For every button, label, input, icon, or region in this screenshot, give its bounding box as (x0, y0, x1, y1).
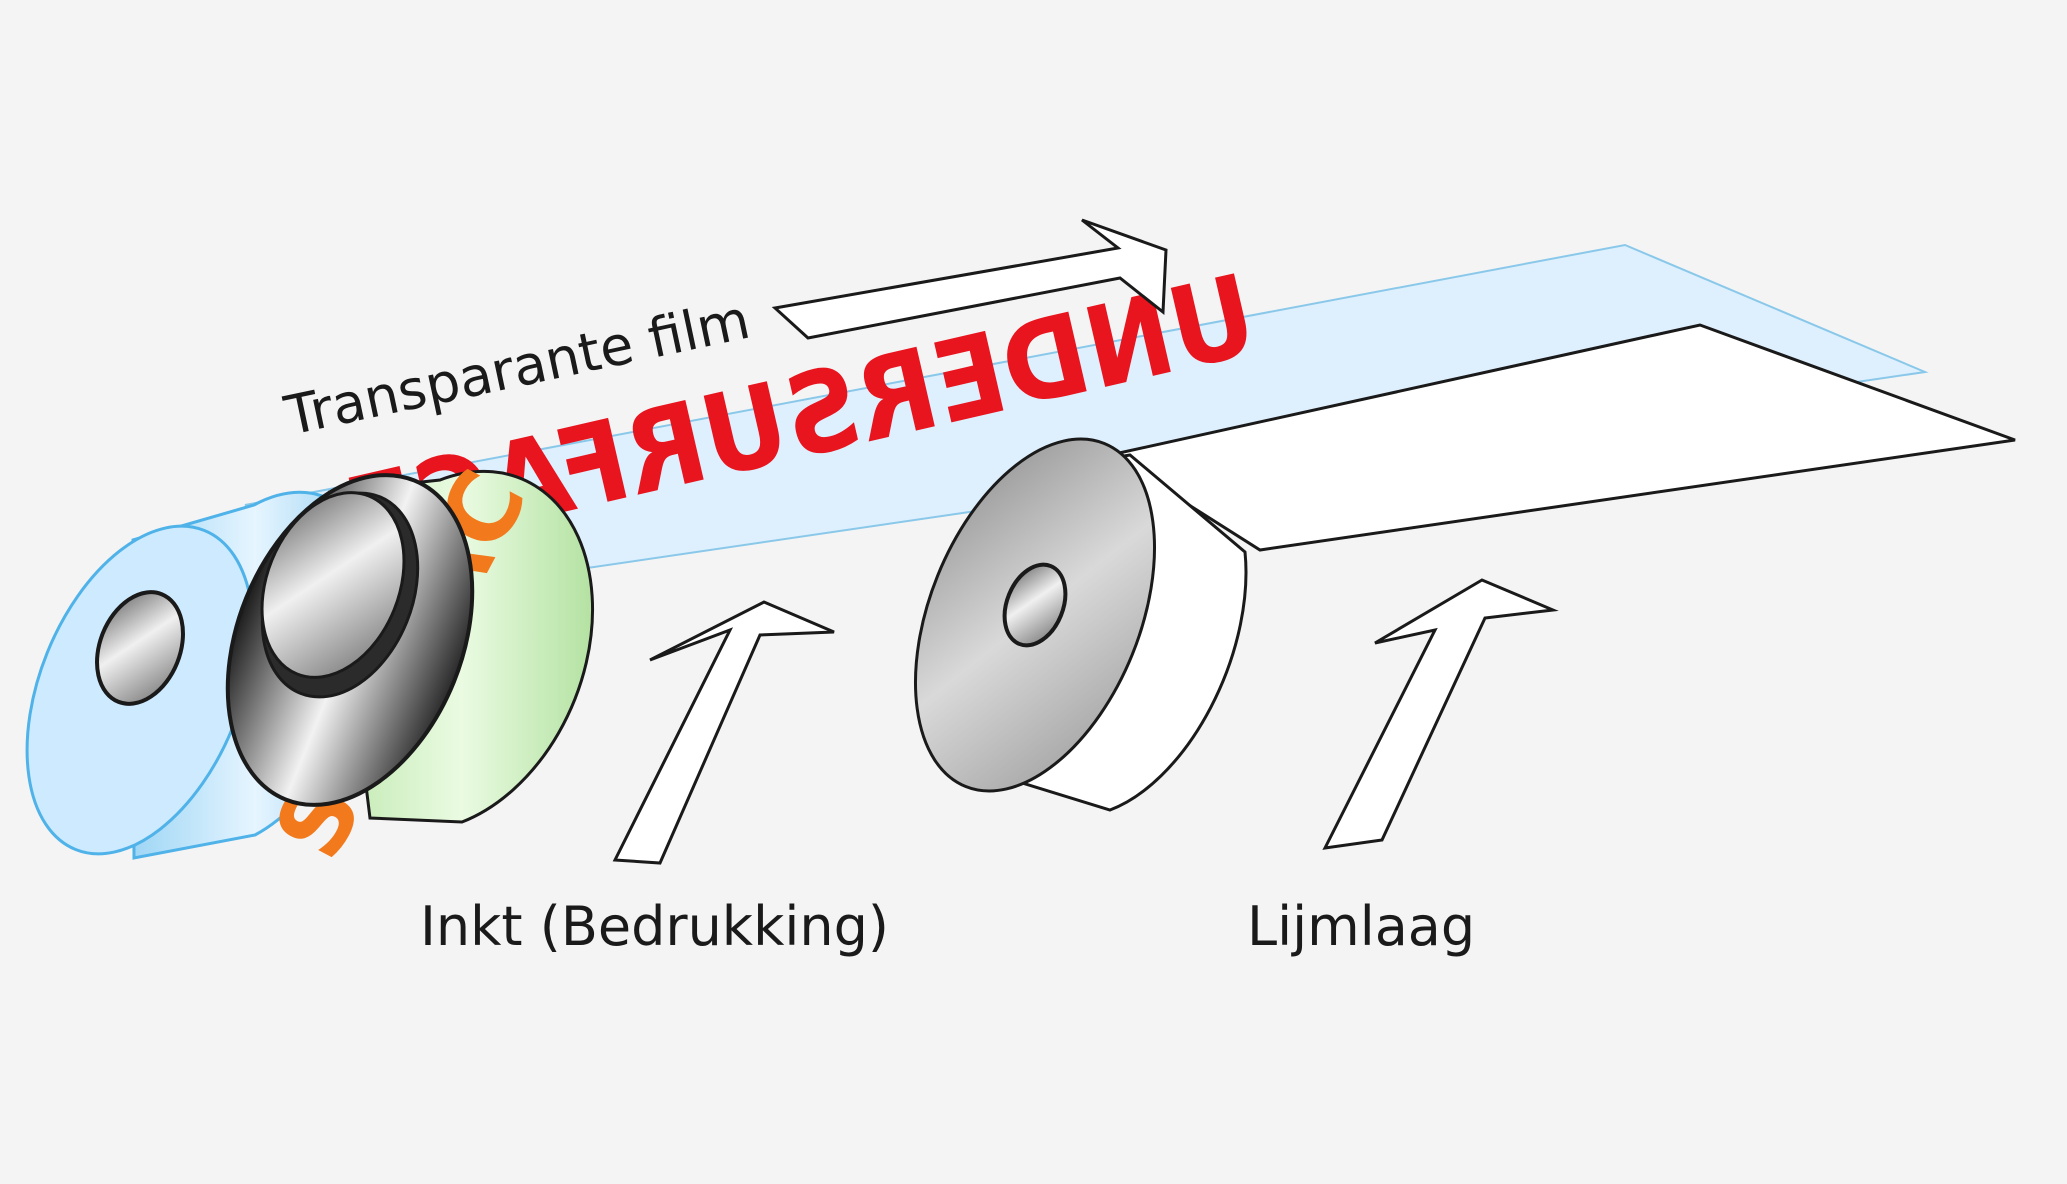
adhesive-sheet (1106, 323, 2016, 552)
ink-label: Inkt (Bedrukking) (420, 895, 889, 958)
adhesive-label: Lijmlaag (1247, 895, 1475, 958)
film-direction-arrow (771, 218, 1168, 340)
adhesive-arrow (1322, 578, 1559, 850)
adhesive-roll (913, 437, 1248, 812)
ink-arrow (612, 600, 835, 865)
